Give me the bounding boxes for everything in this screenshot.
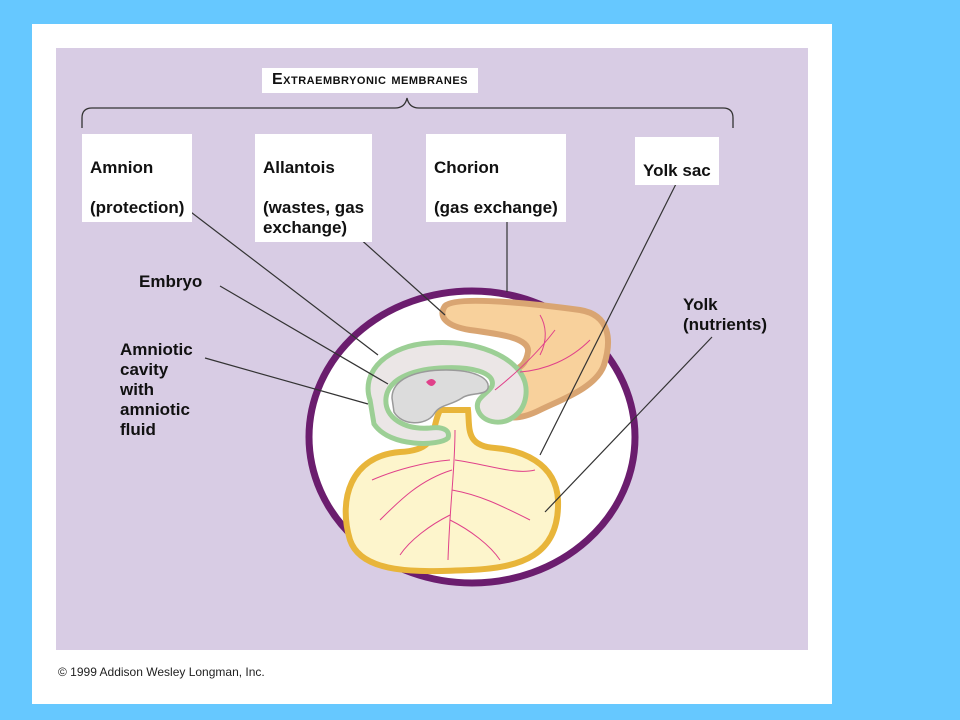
allantois-label: Allantois (wastes, gas exchange) bbox=[255, 134, 373, 242]
amnion-name: Amnion bbox=[90, 158, 154, 177]
chorion-name: Chorion bbox=[434, 158, 500, 177]
copyright-text: © 1999 Addison Wesley Longman, Inc. bbox=[58, 665, 265, 679]
allantois-name: Allantois bbox=[263, 158, 335, 177]
leader-lines bbox=[161, 167, 713, 513]
amnion-function: (protection) bbox=[90, 198, 185, 217]
title: Extraembryonic membranes bbox=[262, 68, 478, 93]
amnion-label: Amnion (protection) bbox=[82, 134, 193, 222]
embryo-label: Embryo bbox=[139, 272, 203, 291]
chorion-function: (gas exchange) bbox=[434, 198, 558, 217]
title-text: Extraembryonic membranes bbox=[272, 71, 468, 88]
yolk-sac-name: Yolk sac bbox=[643, 161, 711, 180]
allantois-function: (wastes, gas exchange) bbox=[263, 198, 365, 237]
embryo-heart bbox=[426, 379, 436, 386]
amniotic-cavity-label: Amniotic cavity with amniotic fluid bbox=[120, 340, 193, 439]
title-bracket bbox=[81, 97, 734, 128]
blood-vessels bbox=[371, 314, 591, 561]
yolk-sac-label: Yolk sac bbox=[635, 137, 719, 185]
embryo bbox=[391, 369, 489, 424]
amnion bbox=[365, 340, 529, 446]
yolk-label: Yolk (nutrients) bbox=[683, 295, 768, 334]
chorion-label: Chorion (gas exchange) bbox=[426, 134, 566, 222]
